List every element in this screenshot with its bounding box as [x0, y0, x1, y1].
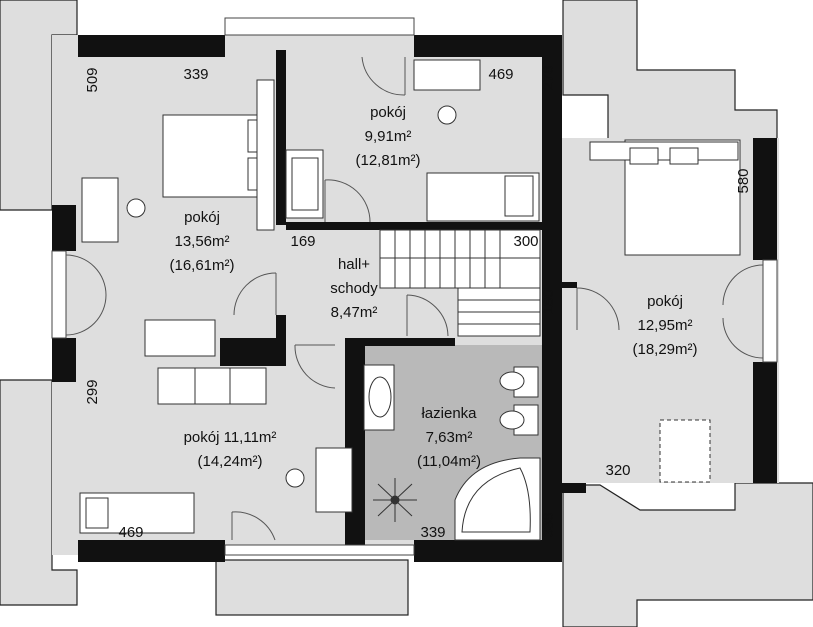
- door-swing: [576, 287, 620, 331]
- room-area: 13,56m²: [174, 233, 229, 250]
- desk: [315, 447, 353, 513]
- door-swing: [233, 272, 277, 316]
- room-area: schody: [330, 280, 378, 297]
- door-swing: [231, 511, 276, 541]
- staircase: [379, 229, 541, 337]
- window-bottom: [224, 544, 415, 556]
- room-area: 9,91m²: [365, 128, 412, 145]
- door-swing: [324, 179, 371, 223]
- dimension: 509: [84, 67, 101, 92]
- room-name: pokój 11,11m²: [184, 429, 277, 446]
- furniture: [79, 59, 741, 534]
- room-name: hall+: [338, 256, 370, 273]
- dimension: 339: [183, 66, 208, 83]
- window-left: [51, 250, 67, 339]
- room-area-gross: (18,29m²): [632, 341, 697, 358]
- windows: [51, 17, 778, 556]
- room-area-gross: (16,61m²): [169, 257, 234, 274]
- room-area: 12,95m²: [637, 317, 692, 334]
- dimension: 300: [513, 233, 538, 250]
- room-name: pokój: [184, 209, 220, 226]
- toilet: [513, 366, 539, 398]
- door-swing: [294, 344, 336, 389]
- dimension: 469: [488, 66, 513, 83]
- bathroom-fixtures: [363, 364, 541, 541]
- room-name: pokój: [647, 293, 683, 310]
- room-area: 7,63m²: [426, 429, 473, 446]
- door-swing: [406, 294, 449, 337]
- room-area-gross: (14,24m²): [197, 453, 262, 470]
- room-name: łazienka: [421, 405, 477, 422]
- room-name: pokój: [370, 104, 406, 121]
- dimension-labels: 509 339 469 278 580 169 300 180 299 320 …: [84, 65, 752, 541]
- dimension: 180: [540, 289, 557, 314]
- window-top: [224, 17, 415, 36]
- dimension: 469: [118, 524, 143, 541]
- dimension: 299: [84, 379, 101, 404]
- dimension: 339: [420, 524, 445, 541]
- dimension: 320: [605, 462, 630, 479]
- window-right: [762, 259, 778, 363]
- walls: [52, 35, 777, 562]
- room-area-gross: 8,47m²: [331, 304, 378, 321]
- dimension: 278: [540, 65, 557, 90]
- room-area-gross: (11,04m²): [417, 453, 481, 470]
- door-swing: [361, 56, 406, 96]
- room-area-gross: (12,81m²): [355, 152, 420, 169]
- dimension: 338: [540, 512, 557, 537]
- room-labels: pokój 13,56m² (16,61m²) pokój 9,91m² (12…: [169, 104, 697, 470]
- desk: [81, 177, 119, 243]
- dimension: 169: [290, 233, 315, 250]
- dimension: 580: [735, 168, 752, 193]
- doors: [65, 56, 764, 541]
